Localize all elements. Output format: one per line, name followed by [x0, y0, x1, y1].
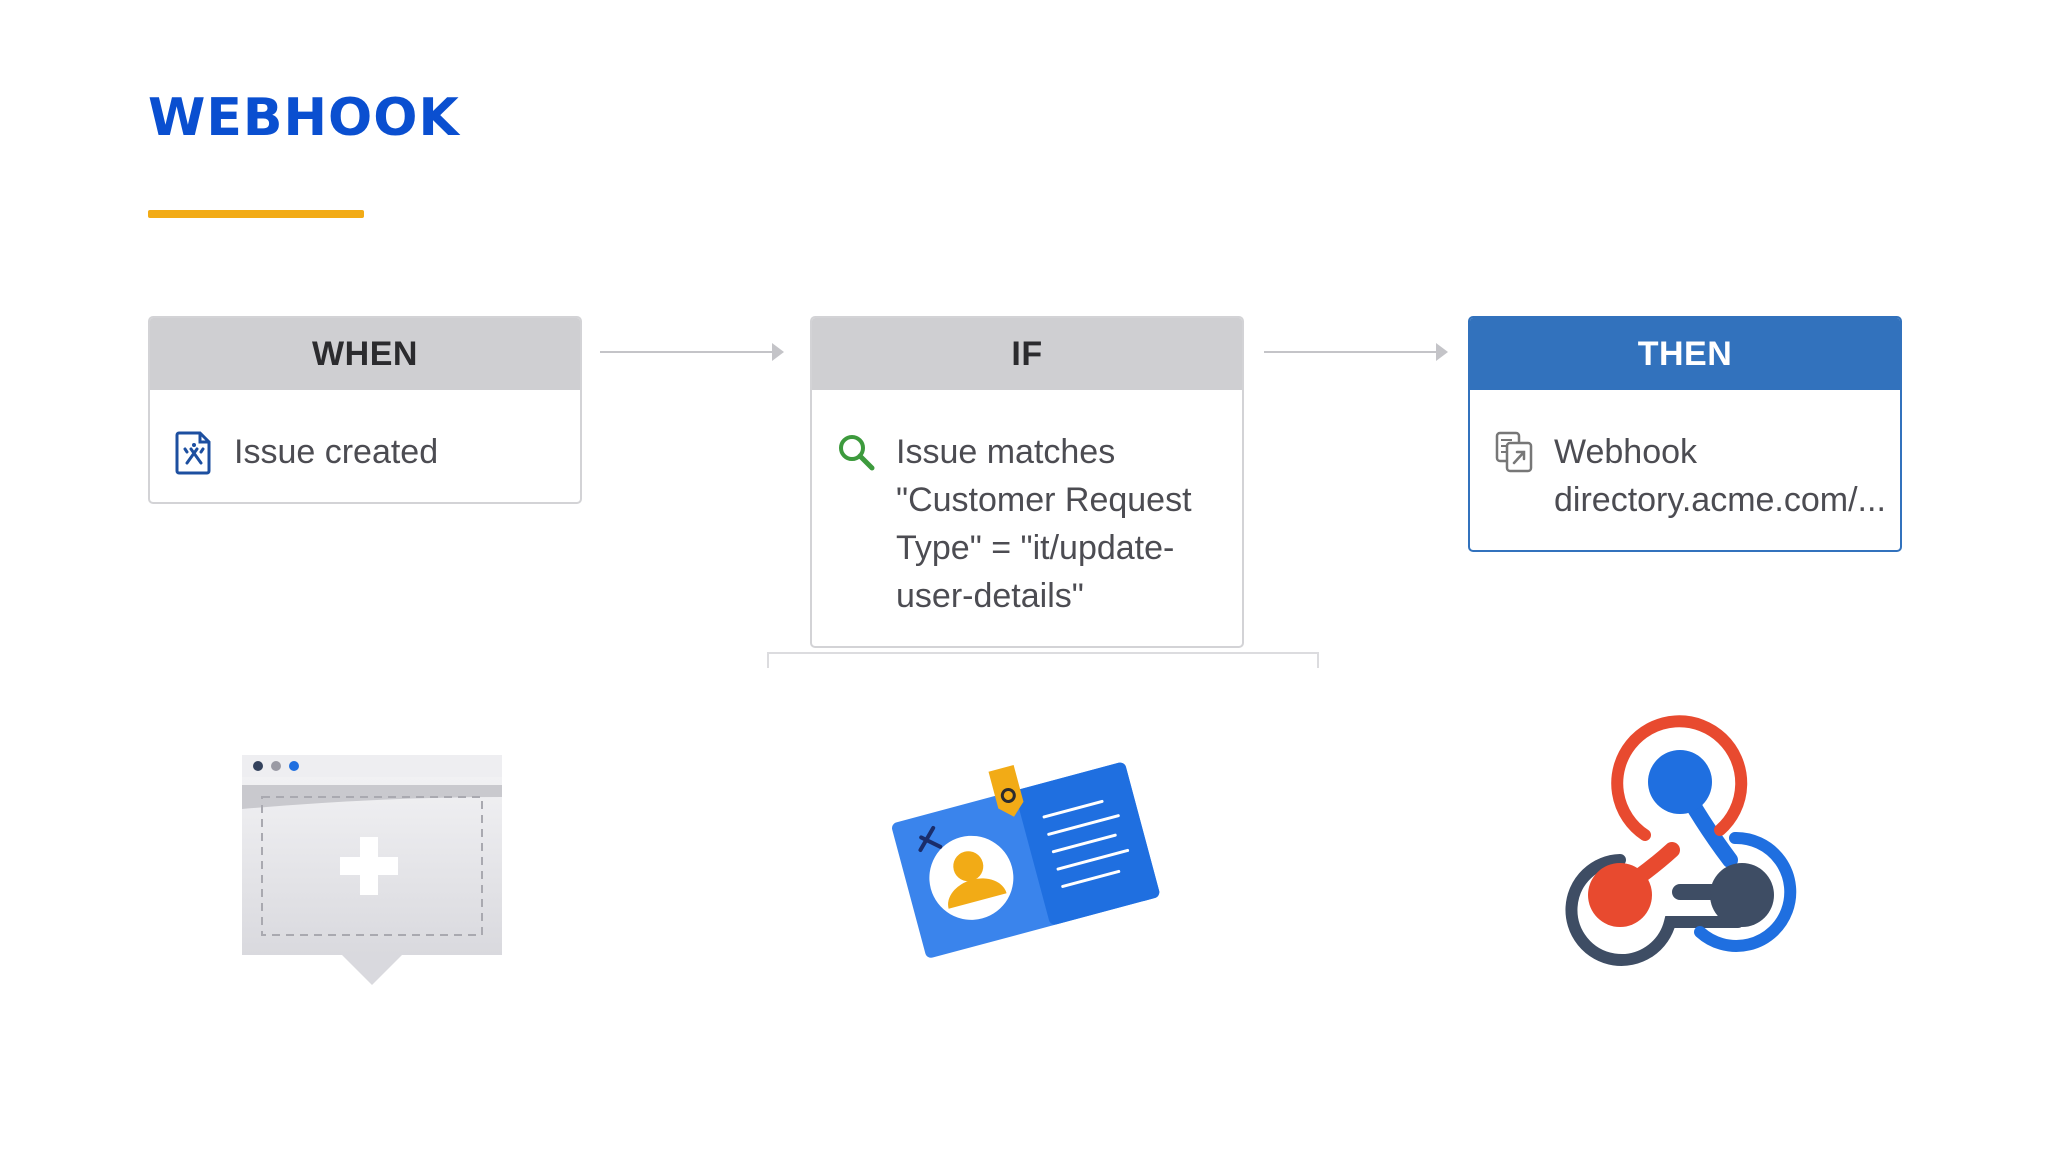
then-line-2: directory.acme.com/... — [1554, 481, 1886, 519]
webhook-logo-illustration — [1565, 715, 1797, 966]
arrow-when-to-if — [600, 343, 784, 361]
then-card-body: Webhook directory.acme.com/... — [1470, 390, 1900, 550]
when-card-body: Issue created — [150, 390, 580, 502]
issue-document-icon — [175, 431, 211, 475]
when-card-header: WHEN — [150, 318, 580, 390]
if-card-body: Issue matches "Customer Request Type" = … — [812, 390, 1242, 646]
then-card[interactable]: THEN Webhook directory.acme.com/... — [1468, 316, 1902, 552]
title-underline — [148, 210, 364, 218]
if-line-2: "Customer Request — [896, 481, 1192, 519]
if-card[interactable]: IF Issue matches "Customer Request Type"… — [810, 316, 1244, 648]
condition-bracket — [767, 652, 1319, 668]
search-icon — [839, 435, 875, 471]
window-dot-blue — [289, 761, 299, 771]
window-dot-gray — [271, 761, 281, 771]
window-dot-dark — [253, 761, 263, 771]
if-line-4: user-details" — [896, 577, 1084, 615]
page-title: WEBHOOK — [148, 88, 460, 148]
webhook-node-dark — [1710, 863, 1774, 927]
issue-created-illustration — [242, 755, 502, 985]
if-card-header: IF — [812, 318, 1242, 390]
arrow-if-to-then — [1264, 343, 1448, 361]
webhook-node-red — [1588, 863, 1652, 927]
webhook-document-icon — [1495, 431, 1533, 473]
then-card-header: THEN — [1470, 318, 1900, 390]
when-line-1: Issue created — [234, 433, 439, 471]
if-line-3: Type" = "it/update- — [896, 529, 1175, 567]
when-card[interactable]: WHEN Issue created — [148, 316, 582, 504]
if-line-1: Issue matches — [896, 433, 1116, 471]
webhook-node-blue — [1648, 750, 1712, 814]
then-line-1: Webhook — [1554, 433, 1698, 471]
id-card-illustration — [892, 762, 1160, 958]
